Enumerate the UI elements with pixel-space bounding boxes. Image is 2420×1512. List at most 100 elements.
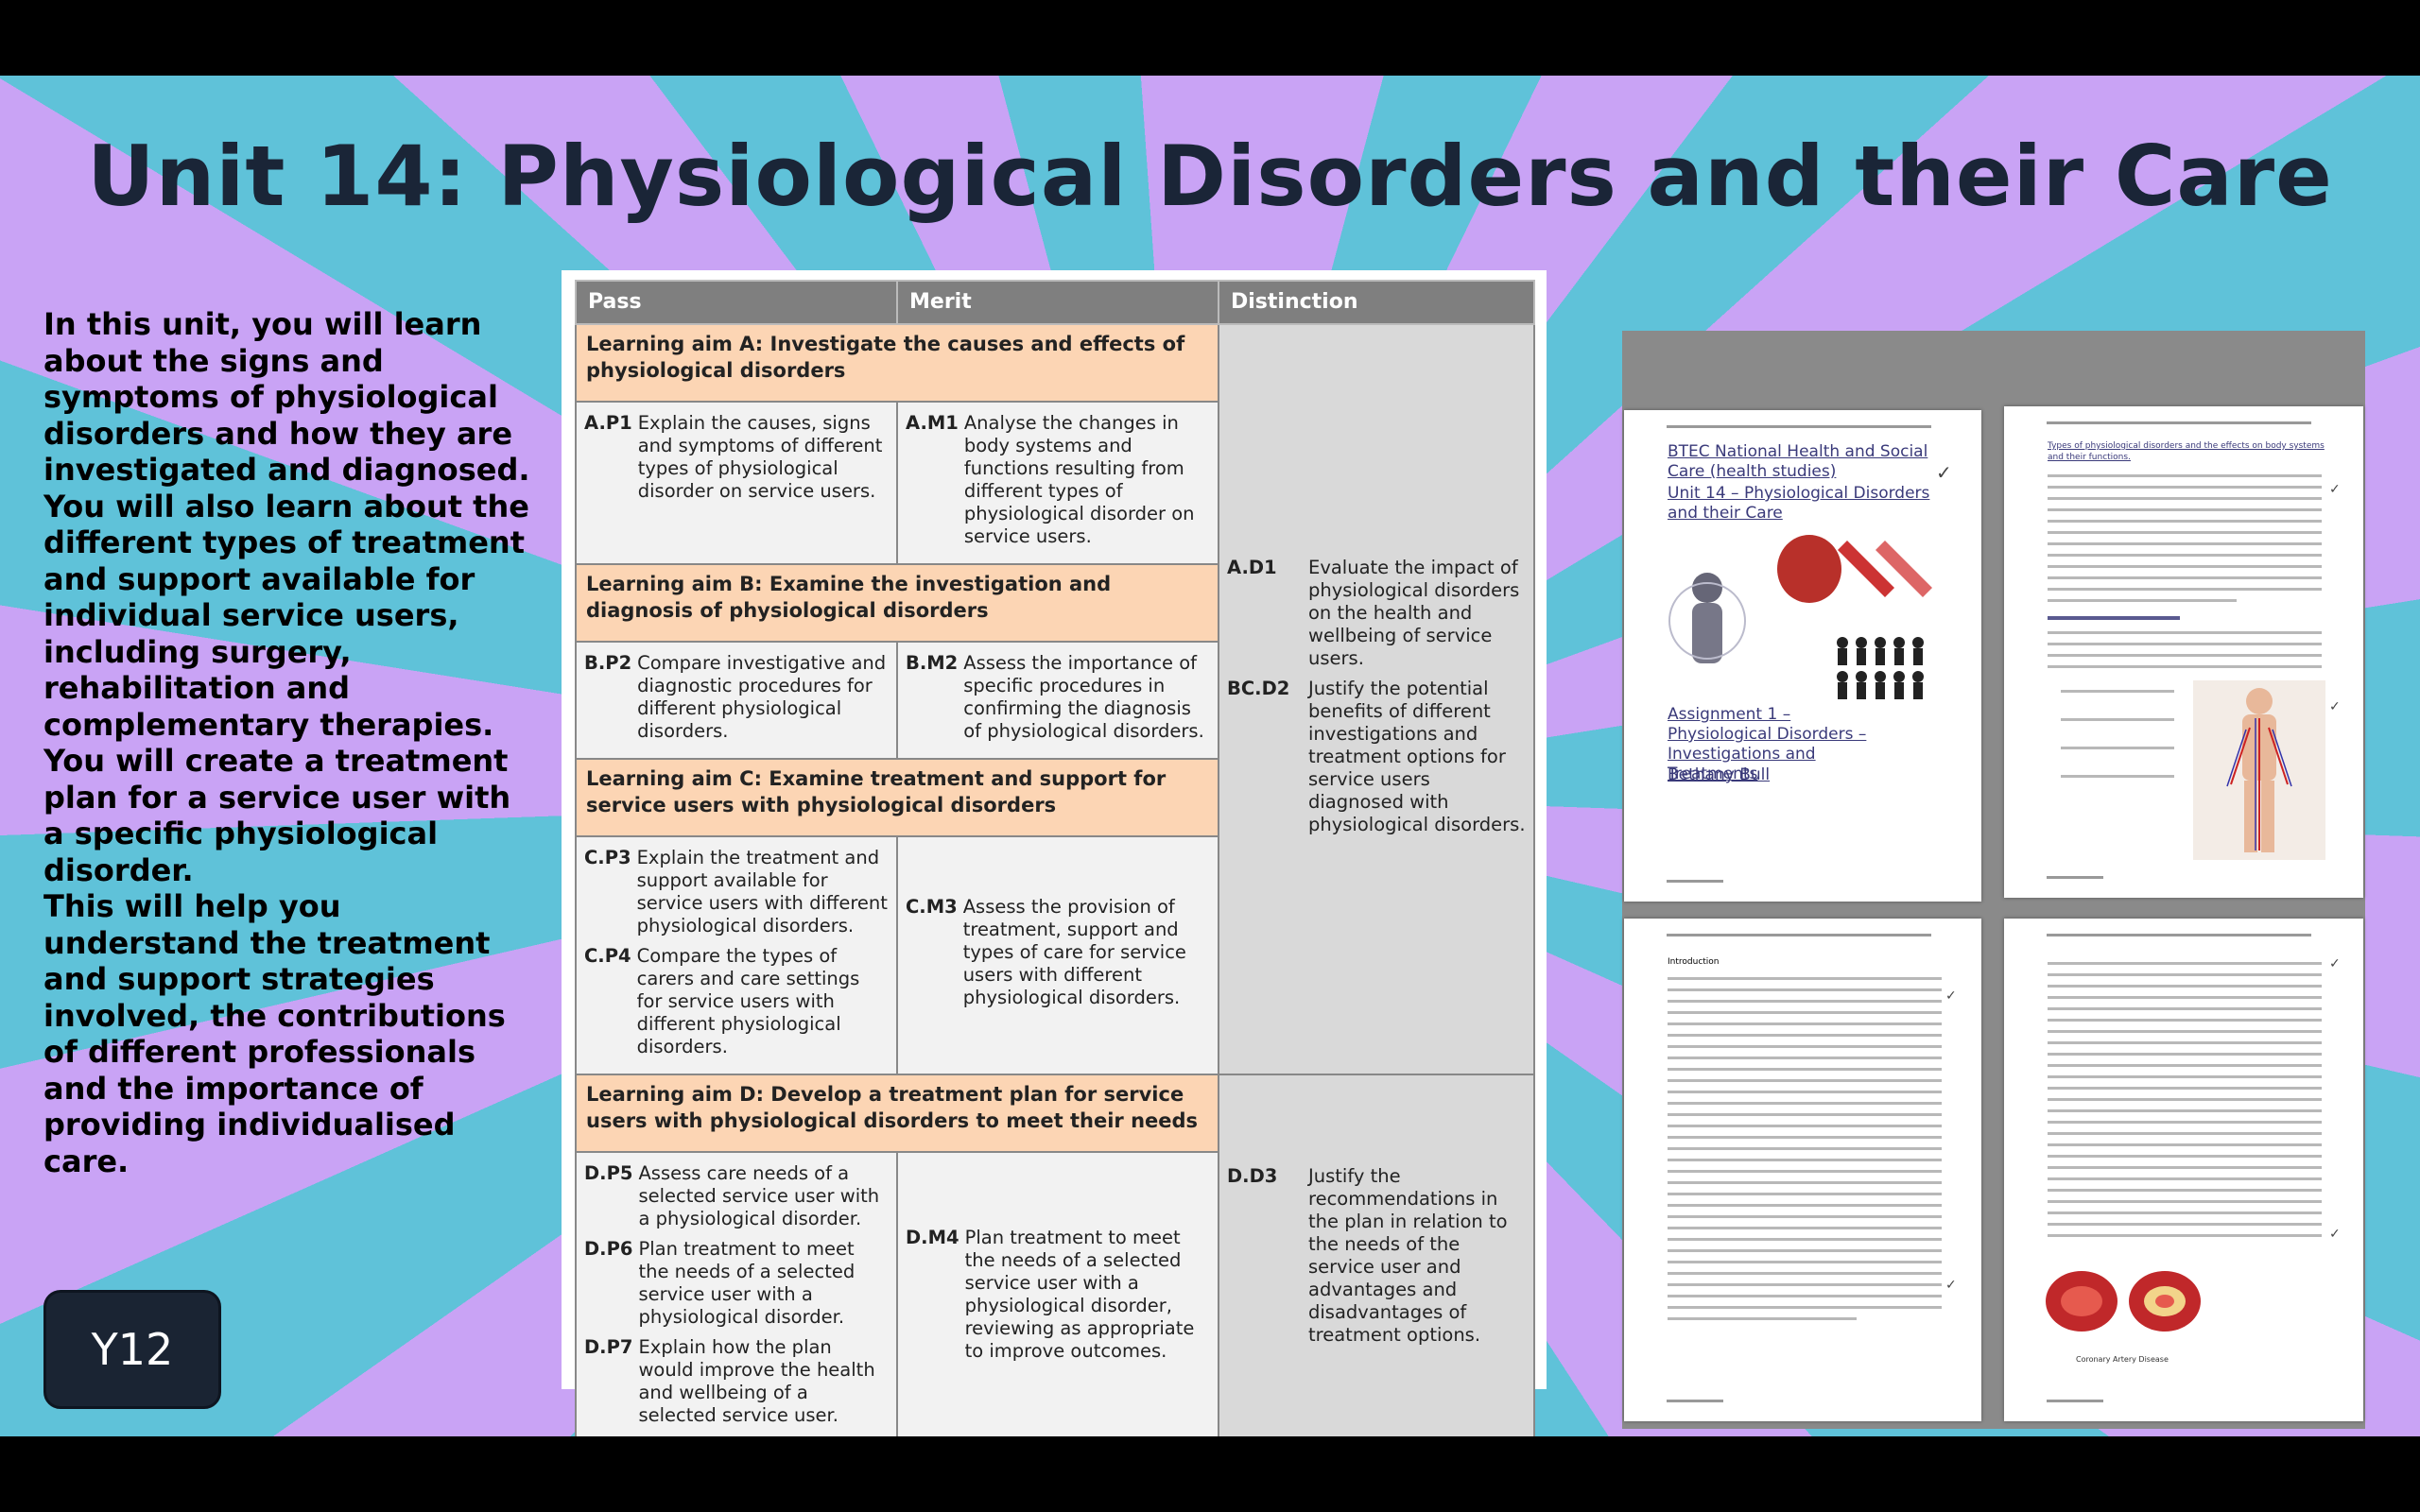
- text-line: [2048, 1075, 2322, 1078]
- text-line: [1668, 1125, 1942, 1127]
- criterion-bcd2: BC.D2 Justify the potential benefits of …: [1227, 678, 1526, 836]
- text-line: [2048, 1109, 2322, 1112]
- intro-paragraph-1: In this unit, you will learn about the s…: [43, 306, 530, 888]
- text-line: [1668, 1159, 1942, 1161]
- criterion-code: D.P6: [584, 1238, 633, 1260]
- pass-cell-c: C.P3 Explain the treatment and support a…: [575, 835, 898, 1075]
- text-line: [2048, 1200, 2322, 1203]
- text-line: [1668, 1170, 1942, 1173]
- criterion-code: C.M3: [906, 896, 958, 918]
- tick-mark-icon: ✓: [1945, 988, 1957, 1004]
- text-line: [2048, 554, 2322, 557]
- text-line: [2048, 565, 2322, 568]
- page-header-line: [1667, 425, 1931, 428]
- criterion-text: Justify the recommendations in the plan …: [1308, 1165, 1508, 1346]
- text-line: [2048, 576, 2322, 579]
- thumbnail-page-4: Coronary Artery Disease ✓ ✓: [2004, 919, 2363, 1421]
- text-line: [1668, 1227, 1942, 1229]
- text-line: [1668, 1045, 1942, 1048]
- text-line: [2048, 1121, 2322, 1124]
- text-line: [1668, 1283, 1942, 1286]
- criterion-code: B.M2: [906, 652, 959, 674]
- criterion-text: Compare investigative and diagnostic pro…: [637, 652, 887, 742]
- cover-illustration-icon: [1668, 535, 1932, 699]
- criterion-code: BC.D2: [1227, 678, 1290, 699]
- pass-cell-d: D.P5 Assess care needs of a selected ser…: [575, 1151, 898, 1436]
- text-line: [2048, 643, 2322, 645]
- text-line: [1668, 1011, 1942, 1014]
- distinction-d-cell: D.D3 Justify the recommendations in the …: [1218, 1074, 1535, 1436]
- criterion-code: C.P4: [584, 945, 631, 967]
- text-line: [2048, 1041, 2322, 1044]
- criterion-dp7: D.P7 Explain how the plan would improve …: [584, 1336, 889, 1427]
- text-line: [2048, 1030, 2322, 1033]
- criterion-bm2: B.M2 Assess the importance of specific p…: [906, 652, 1210, 743]
- criterion-text: Justify the potential benefits of differ…: [1308, 678, 1526, 835]
- criterion-text: Explain the causes, signs and symptoms o…: [637, 412, 883, 502]
- text-line: [1668, 1079, 1942, 1082]
- criterion-cm3: C.M3 Assess the provision of treatment, …: [906, 896, 1210, 1009]
- cover-title-2: Unit 14 – Physiological Disorders and th…: [1668, 484, 1930, 523]
- aim-a-row: Learning aim A: Investigate the causes a…: [575, 323, 1535, 1075]
- text-line: [1668, 1113, 1942, 1116]
- text-line: [2048, 486, 2322, 489]
- text-line: [2048, 996, 2322, 999]
- criterion-code: A.M1: [906, 412, 959, 434]
- tick-mark-icon: ✓: [2329, 699, 2341, 714]
- criterion-code: D.M4: [906, 1227, 959, 1248]
- criterion-text: Plan treatment to meet the needs of a se…: [964, 1227, 1195, 1362]
- text-line: [2061, 690, 2174, 693]
- text-line: [1668, 1215, 1942, 1218]
- criterion-code: D.D3: [1227, 1165, 1278, 1187]
- criterion-dd3: D.D3 Justify the recommendations in the …: [1227, 1165, 1526, 1347]
- page3-heading: Introduction: [1668, 957, 1720, 967]
- text-line: [2048, 1155, 2322, 1158]
- text-line: [1668, 1272, 1942, 1275]
- text-line: [2048, 1189, 2322, 1192]
- criterion-code: B.P2: [584, 652, 632, 674]
- table-header-row: Pass Merit Distinction: [575, 280, 1535, 325]
- criterion-ap1: A.P1 Explain the causes, signs and sympt…: [584, 412, 889, 503]
- text-line: [2048, 1177, 2322, 1180]
- text-line: [1668, 1181, 1942, 1184]
- text-line: [2048, 588, 2322, 591]
- text-line: [2048, 1064, 2322, 1067]
- aim-b-row: Learning aim B: Examine the investigatio…: [575, 563, 1534, 643]
- text-line: [1668, 1249, 1942, 1252]
- tick-mark-icon: ✓: [2329, 482, 2341, 497]
- text-line: [1668, 1068, 1942, 1071]
- text-line: [2048, 1132, 2322, 1135]
- text-line: [2048, 1166, 2322, 1169]
- merit-cell-b: B.M2 Assess the importance of specific p…: [896, 641, 1219, 760]
- text-line: [2048, 1234, 2322, 1237]
- text-line: [2048, 1087, 2322, 1090]
- merit-cell-d: D.M4 Plan treatment to meet the needs of…: [896, 1151, 1219, 1436]
- criterion-text: Explain how the plan would improve the h…: [638, 1336, 875, 1426]
- page2-heading: Types of physiological disorders and the…: [2048, 441, 2325, 462]
- learning-aim-a: Learning aim A: Investigate the causes a…: [575, 323, 1219, 403]
- intro-paragraph-2: This will help you understand the treatm…: [43, 888, 506, 1179]
- header-pass: Pass: [575, 280, 898, 325]
- criterion-text: Assess care needs of a selected service …: [638, 1162, 880, 1229]
- criterion-text: Explain the treatment and support availa…: [636, 847, 888, 936]
- text-line: [2048, 631, 2322, 634]
- text-line: [2048, 497, 2322, 500]
- criterion-code: D.P5: [584, 1162, 633, 1184]
- text-line: [2048, 1211, 2322, 1214]
- text-line: [1668, 1204, 1942, 1207]
- text-line: [2048, 531, 2322, 534]
- text-line: [2061, 718, 2174, 721]
- merit-cell-a: A.M1 Analyse the changes in body systems…: [896, 401, 1219, 565]
- tick-mark-icon: ✓: [1936, 461, 1952, 484]
- criterion-text: Analyse the changes in body systems and …: [963, 412, 1195, 547]
- learning-aim-d: Learning aim D: Develop a treatment plan…: [575, 1074, 1219, 1153]
- page-header-line: [2047, 421, 2311, 424]
- criterion-ad1: A.D1 Evaluate the impact of physiologica…: [1227, 557, 1526, 670]
- page-footer-line: [2047, 876, 2103, 879]
- page-header-line: [2047, 934, 2311, 936]
- criterion-text: Assess the provision of treatment, suppo…: [962, 896, 1186, 1008]
- text-line: [1668, 988, 1942, 991]
- tick-mark-icon: ✓: [2329, 1227, 2341, 1242]
- text-line: [2061, 775, 2174, 778]
- text-line: [2048, 985, 2322, 988]
